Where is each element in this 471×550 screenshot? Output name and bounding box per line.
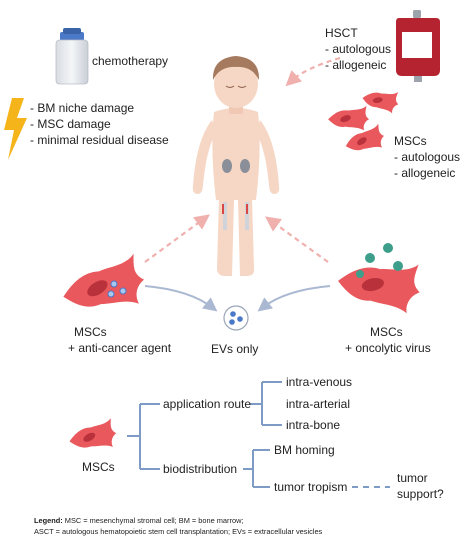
- tumor-support-line-1: tumor: [397, 471, 428, 485]
- medicine-bottle-icon: [55, 28, 89, 85]
- msc-anticancer-cell-icon: [57, 252, 149, 319]
- arrow-hsct-to-child: [285, 56, 341, 87]
- hsct-line-1: - autologous: [325, 42, 392, 56]
- msc-oncolytic-virus-cell-icon: [334, 243, 424, 315]
- arrow-right-to-evs: [257, 285, 331, 312]
- legend-bold: Legend:: [34, 516, 63, 525]
- damage-line-1: - BM niche damage: [30, 101, 135, 115]
- chemotherapy-label: chemotherapy: [92, 54, 169, 68]
- damage-line-2: - MSC damage: [30, 117, 111, 131]
- legend-line-2: ASCT = autologous hematopoietic stem cel…: [34, 527, 323, 536]
- evs-icon: [223, 305, 249, 331]
- right-mscs-label: MSCs: [370, 325, 403, 339]
- arrow-left-to-evs: [144, 285, 218, 312]
- mscs-top-title: MSCs: [394, 134, 427, 148]
- mscs-top-line-2: - allogeneic: [394, 166, 456, 180]
- lightning-icon: [4, 98, 27, 160]
- right-virus-label: + oncolytic virus: [345, 341, 431, 355]
- hsct-title: HSCT: [325, 26, 358, 40]
- tree-root-label: MSCs: [82, 460, 115, 474]
- blood-bag-icon: [396, 10, 440, 82]
- evs-label: EVs only: [211, 342, 259, 356]
- damage-line-3: - minimal residual disease: [30, 133, 169, 147]
- hsct-line-2: - allogeneic: [325, 58, 387, 72]
- biodistribution-label: biodistribution: [163, 462, 238, 476]
- arrow-right-mscs-to-child: [265, 216, 329, 263]
- route-item-2: intra-arterial: [286, 397, 351, 411]
- legend-line-1: Legend: MSC = mesenchymal stromal cell; …: [34, 516, 243, 526]
- left-agent-label: + anti-cancer agent: [68, 341, 172, 355]
- left-mscs-label: MSCs: [74, 325, 107, 339]
- route-item-1: intra-venous: [286, 375, 353, 389]
- tumor-support-line-2: support?: [397, 487, 444, 501]
- tumor-tropism-label: tumor tropism: [274, 480, 348, 494]
- msc-root-cell-icon: [66, 417, 119, 455]
- application-route-label: application route: [163, 397, 252, 411]
- msc-cluster-icon: [328, 86, 401, 157]
- tree-lines: [127, 381, 390, 488]
- bm-homing-label: BM homing: [274, 443, 335, 457]
- child-figure: [192, 56, 280, 276]
- route-item-3: intra-bone: [286, 418, 341, 432]
- mscs-top-line-1: - autologous: [394, 150, 461, 164]
- arrow-left-mscs-to-child: [144, 214, 210, 263]
- legend-text-1: MSC = mesenchymal stromal cell; BM = bon…: [62, 516, 244, 525]
